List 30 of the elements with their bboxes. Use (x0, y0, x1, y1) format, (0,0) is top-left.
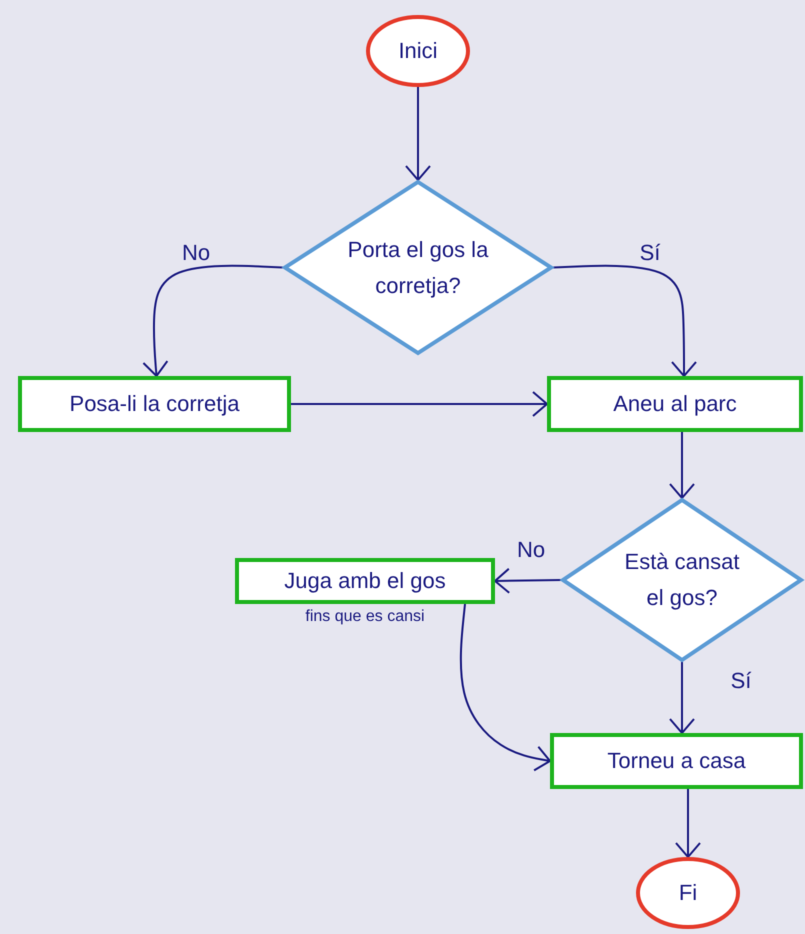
node-label: Juga amb el gos (284, 567, 446, 595)
node-label: Posa-li la corretja (70, 390, 240, 418)
node-label: Torneu a casa (607, 747, 746, 775)
process-box (547, 376, 803, 432)
node-label: Està cansat el gos? (624, 548, 740, 612)
arrow (552, 264, 697, 377)
node-label: Porta el gos la corretja? (346, 236, 490, 300)
process-box (550, 733, 803, 789)
decision-diamond (561, 498, 803, 662)
process-box (235, 558, 495, 604)
arrow (405, 87, 431, 181)
terminal-ellipse (636, 857, 740, 929)
decision-diamond (283, 180, 553, 355)
arrow (291, 391, 548, 417)
terminal-ellipse (366, 15, 470, 87)
arrow (142, 264, 284, 377)
arrow (675, 789, 701, 858)
arrow (669, 432, 695, 499)
node-label: Fi (678, 879, 698, 907)
edge-label: Sí (730, 668, 752, 694)
arrow (669, 662, 695, 734)
edge-label: Sí (640, 240, 660, 266)
edge-label: No (516, 537, 546, 563)
arrow (494, 568, 562, 594)
node-label: Inici (398, 37, 438, 65)
edge-label: No (182, 240, 210, 266)
arrow (460, 604, 551, 772)
node-label: Aneu al parc (613, 390, 737, 418)
process-box (18, 376, 291, 432)
node-note: fins que es cansi (304, 608, 426, 626)
